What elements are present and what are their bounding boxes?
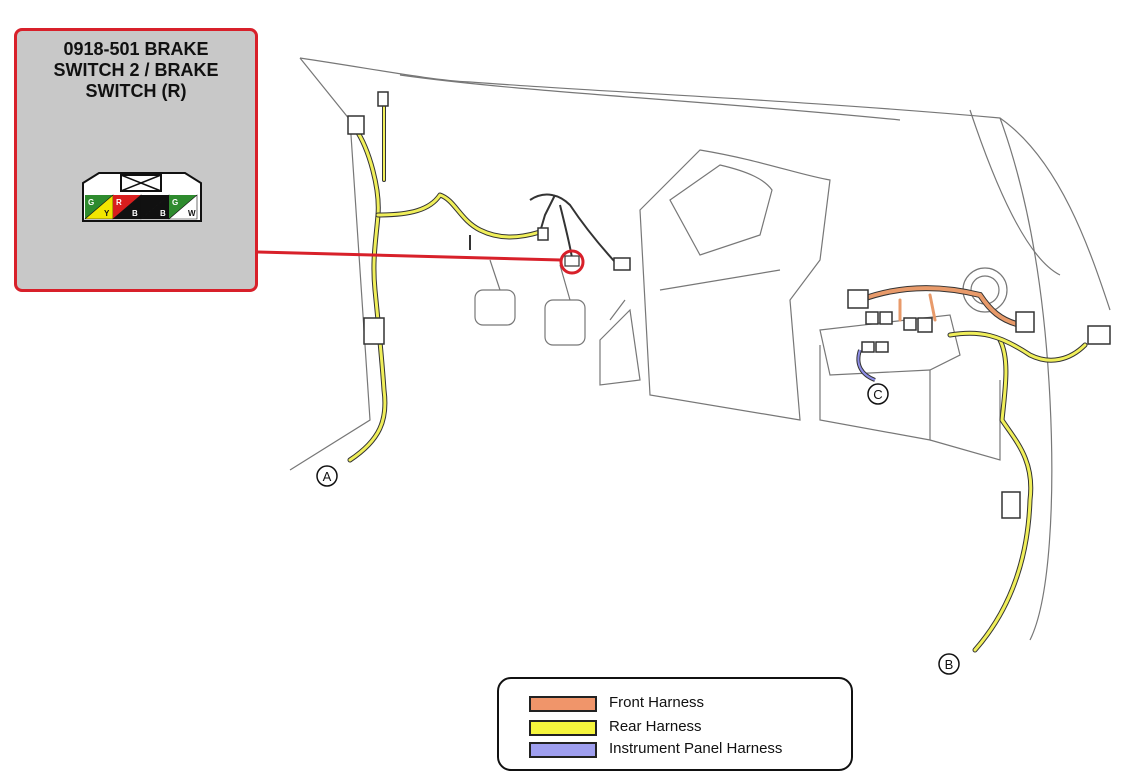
marker-b-label: B	[945, 657, 954, 672]
connector-pin-label: G	[88, 198, 94, 207]
legend-swatch-ip	[529, 742, 597, 758]
rear-harness-wires	[347, 98, 1088, 653]
legend-label: Instrument Panel Harness	[609, 740, 783, 757]
brake-switch-wires	[469, 193, 616, 263]
legend-label: Rear Harness	[609, 718, 702, 735]
ip-harness-wires	[856, 349, 876, 382]
connector-pin-label: B	[160, 209, 166, 218]
connector-pin-label: B	[132, 209, 138, 218]
front-harness-wires	[857, 285, 1023, 328]
connectors	[347, 91, 1111, 519]
connector-pin-label: W	[188, 209, 196, 218]
marker-c-label: C	[873, 387, 882, 402]
legend-label: Front Harness	[609, 694, 705, 711]
connector-callout: 0918-501 BRAKE SWITCH 2 / BRAKE SWITCH (…	[14, 28, 258, 292]
legend-swatch-front	[529, 696, 597, 712]
connector-pin: GW	[168, 194, 198, 220]
legend: Front Harness Rear Harness Instrument Pa…	[497, 677, 853, 771]
marker-c: C	[867, 383, 889, 405]
connector-pin: RB	[112, 194, 142, 220]
connector-pin-label: Y	[104, 209, 110, 218]
callout-leader-line	[257, 250, 562, 262]
connector-pin-label: G	[172, 198, 178, 207]
marker-a: A	[316, 465, 338, 487]
connector-pin: B	[140, 194, 170, 220]
legend-swatch-rear	[529, 720, 597, 736]
callout-title: 0918-501 BRAKE SWITCH 2 / BRAKE SWITCH (…	[53, 39, 219, 101]
marker-a-label: A	[323, 469, 332, 484]
connector-pin-label: R	[116, 198, 122, 207]
marker-b: B	[938, 653, 960, 675]
brake-switch-marker	[559, 249, 585, 275]
vehicle-outline	[289, 57, 1111, 641]
connector-pin: GY	[84, 194, 114, 220]
brake-switch-highlight	[257, 249, 585, 275]
